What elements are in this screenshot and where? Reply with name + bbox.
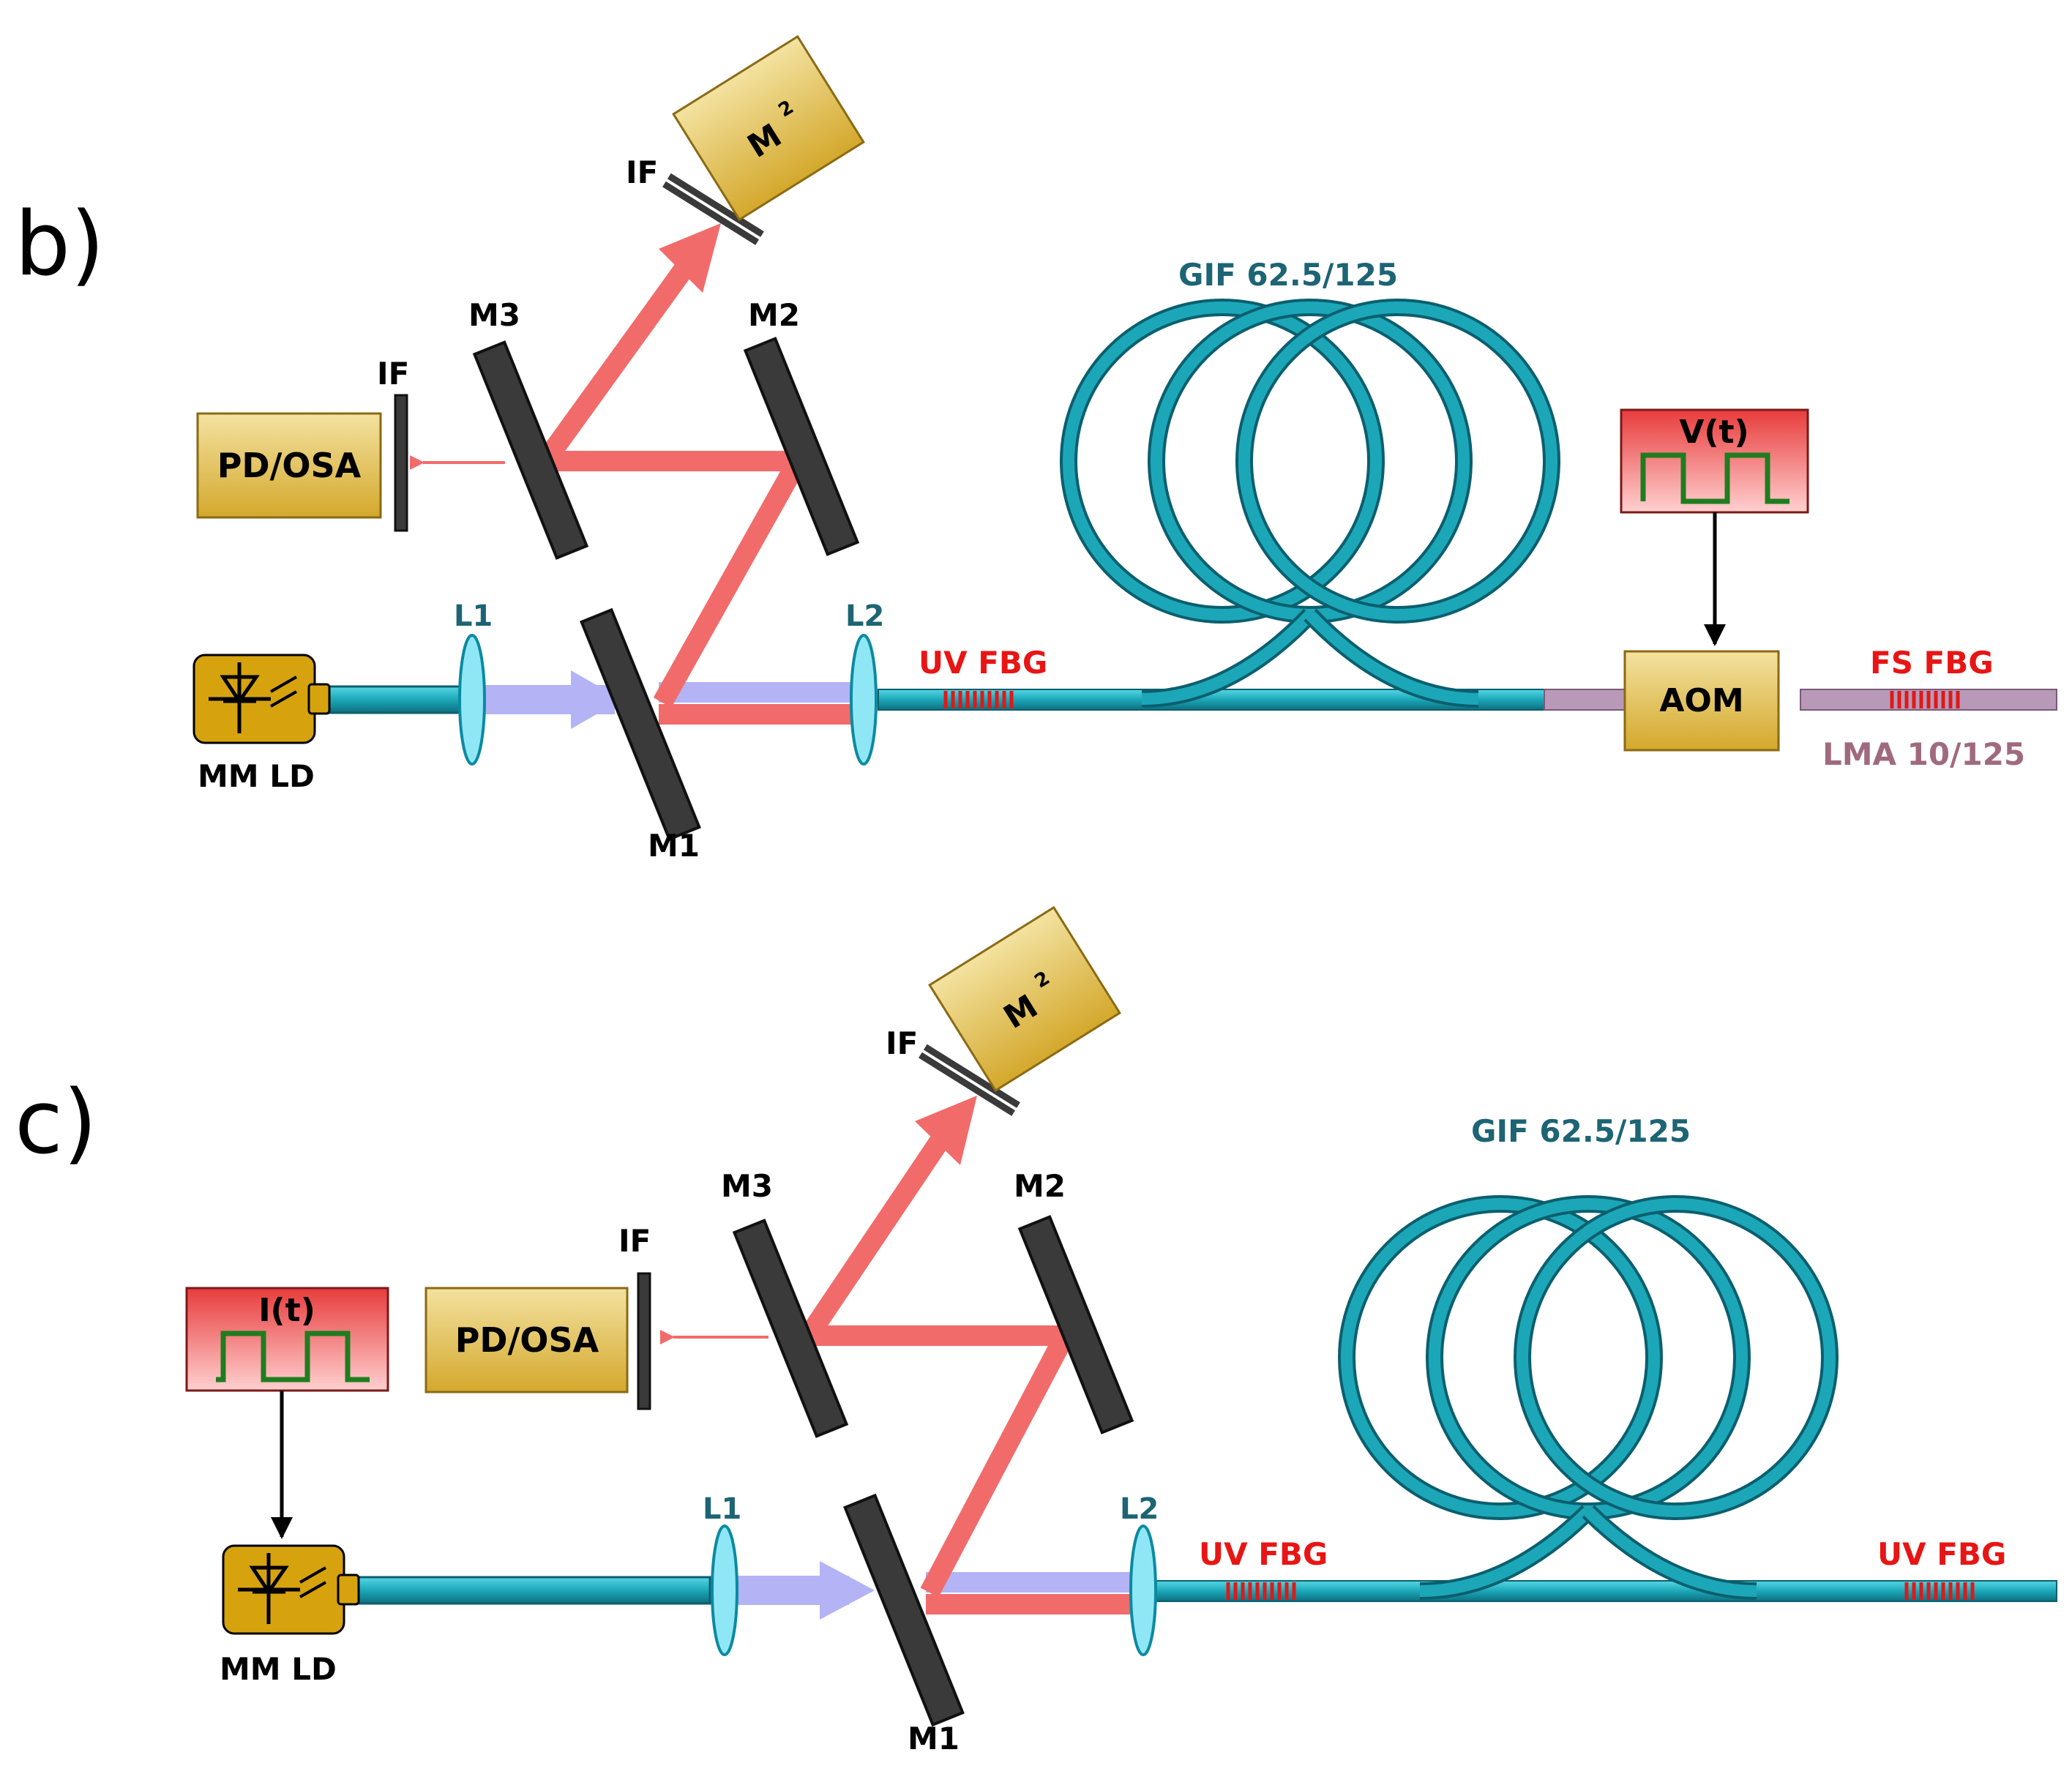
square-wave — [1640, 452, 1789, 504]
mirror-m1 — [843, 1493, 965, 1727]
signal-beam-from-l2 — [659, 704, 856, 725]
label-l2: L2 — [1120, 1492, 1159, 1526]
square-wave — [216, 1331, 370, 1383]
mirror-m1 — [580, 607, 701, 842]
fbg-output — [1904, 1582, 1975, 1600]
label-source: MM LD — [220, 1651, 337, 1687]
label-m1: M1 — [648, 828, 700, 864]
panel-label: c) — [15, 1072, 97, 1174]
fbg-input — [1226, 1582, 1296, 1600]
label-l1: L1 — [703, 1492, 741, 1526]
beam-profiler-box — [928, 905, 1121, 1093]
label-detector: PD/OSA — [217, 446, 362, 485]
pump-beam-arrow — [571, 670, 622, 729]
label-filter-m2: IF — [626, 154, 658, 190]
label-filter-pd: IF — [618, 1223, 651, 1259]
lens-l1 — [711, 1524, 738, 1656]
label-output-fiber: LMA 10/125 — [1822, 736, 2025, 772]
label-m3: M3 — [468, 297, 520, 333]
label-m2: M2 — [1014, 1168, 1066, 1204]
beam-profiler-box — [672, 34, 865, 222]
laser-fiber — [321, 685, 463, 714]
laser-fiber — [357, 1576, 711, 1605]
label-fiber-coil: GIF 62.5/125 — [1471, 1113, 1691, 1149]
panel-c: c) — [15, 905, 2057, 1756]
label-filter-pd: IF — [377, 356, 409, 392]
label-signal: I(t) — [258, 1292, 315, 1329]
pump-beam-to-l2 — [659, 682, 856, 703]
filter-pd — [637, 1272, 651, 1410]
laser-diode — [192, 654, 331, 744]
filter-m2 — [919, 1044, 1020, 1116]
mirror-m3 — [472, 340, 589, 560]
filter-pd — [394, 394, 408, 532]
fbg-output — [1890, 691, 1960, 708]
detector-box — [425, 1287, 629, 1393]
mirror-m2 — [743, 337, 860, 556]
lens-l1 — [458, 634, 486, 766]
fiber-coil — [1338, 1195, 1839, 1600]
label-m3: M3 — [721, 1168, 773, 1204]
label-fiber-coil: GIF 62.5/125 — [1178, 257, 1398, 293]
detector-box — [196, 412, 382, 519]
signal-beam-m1-m2 — [920, 1331, 1074, 1598]
filter-m2 — [662, 173, 764, 245]
label-m1: M1 — [908, 1721, 960, 1756]
label-source: MM LD — [198, 758, 315, 794]
label-fbg-output: FS FBG — [1870, 645, 1994, 681]
aom-box — [1623, 650, 1780, 752]
label-m2: M2 — [748, 297, 800, 333]
panel-b: b) — [15, 34, 2057, 864]
label-fbg-output: UV FBG — [1877, 1536, 2006, 1572]
signal-beam-m3-m2 — [536, 257, 697, 468]
fiber-splice — [1544, 689, 1626, 711]
label-fbg-input: UV FBG — [1199, 1536, 1328, 1572]
label-signal: V(t) — [1679, 414, 1749, 451]
signal-beam-from-l2 — [926, 1594, 1138, 1615]
label-modulator: AOM — [1659, 682, 1743, 719]
label-l2: L2 — [845, 599, 884, 633]
signal-beam-arrowhead — [915, 1096, 977, 1165]
mirror-m3 — [732, 1219, 849, 1438]
lens-l2 — [850, 634, 878, 766]
fbg-input — [943, 691, 1014, 708]
label-fbg-input: UV FBG — [919, 645, 1047, 681]
signal-beam-arrowhead — [659, 223, 721, 293]
signal-generator-box — [1620, 408, 1809, 514]
pump-beam-arrow — [820, 1561, 875, 1620]
label-filter-m2: IF — [886, 1025, 918, 1061]
signal-beam-m3-m2 — [800, 1129, 953, 1342]
pump-beam-to-l2 — [926, 1572, 1138, 1593]
fiber-coil — [1060, 299, 1560, 708]
lens-l2 — [1129, 1524, 1157, 1656]
laser-diode — [222, 1544, 360, 1635]
panel-label: b) — [15, 194, 105, 296]
label-detector: PD/OSA — [455, 1320, 599, 1360]
mirror-m2 — [1017, 1215, 1134, 1434]
signal-generator-box — [185, 1287, 389, 1392]
signal-beam-m1-m2 — [653, 456, 807, 708]
label-l1: L1 — [454, 599, 493, 633]
